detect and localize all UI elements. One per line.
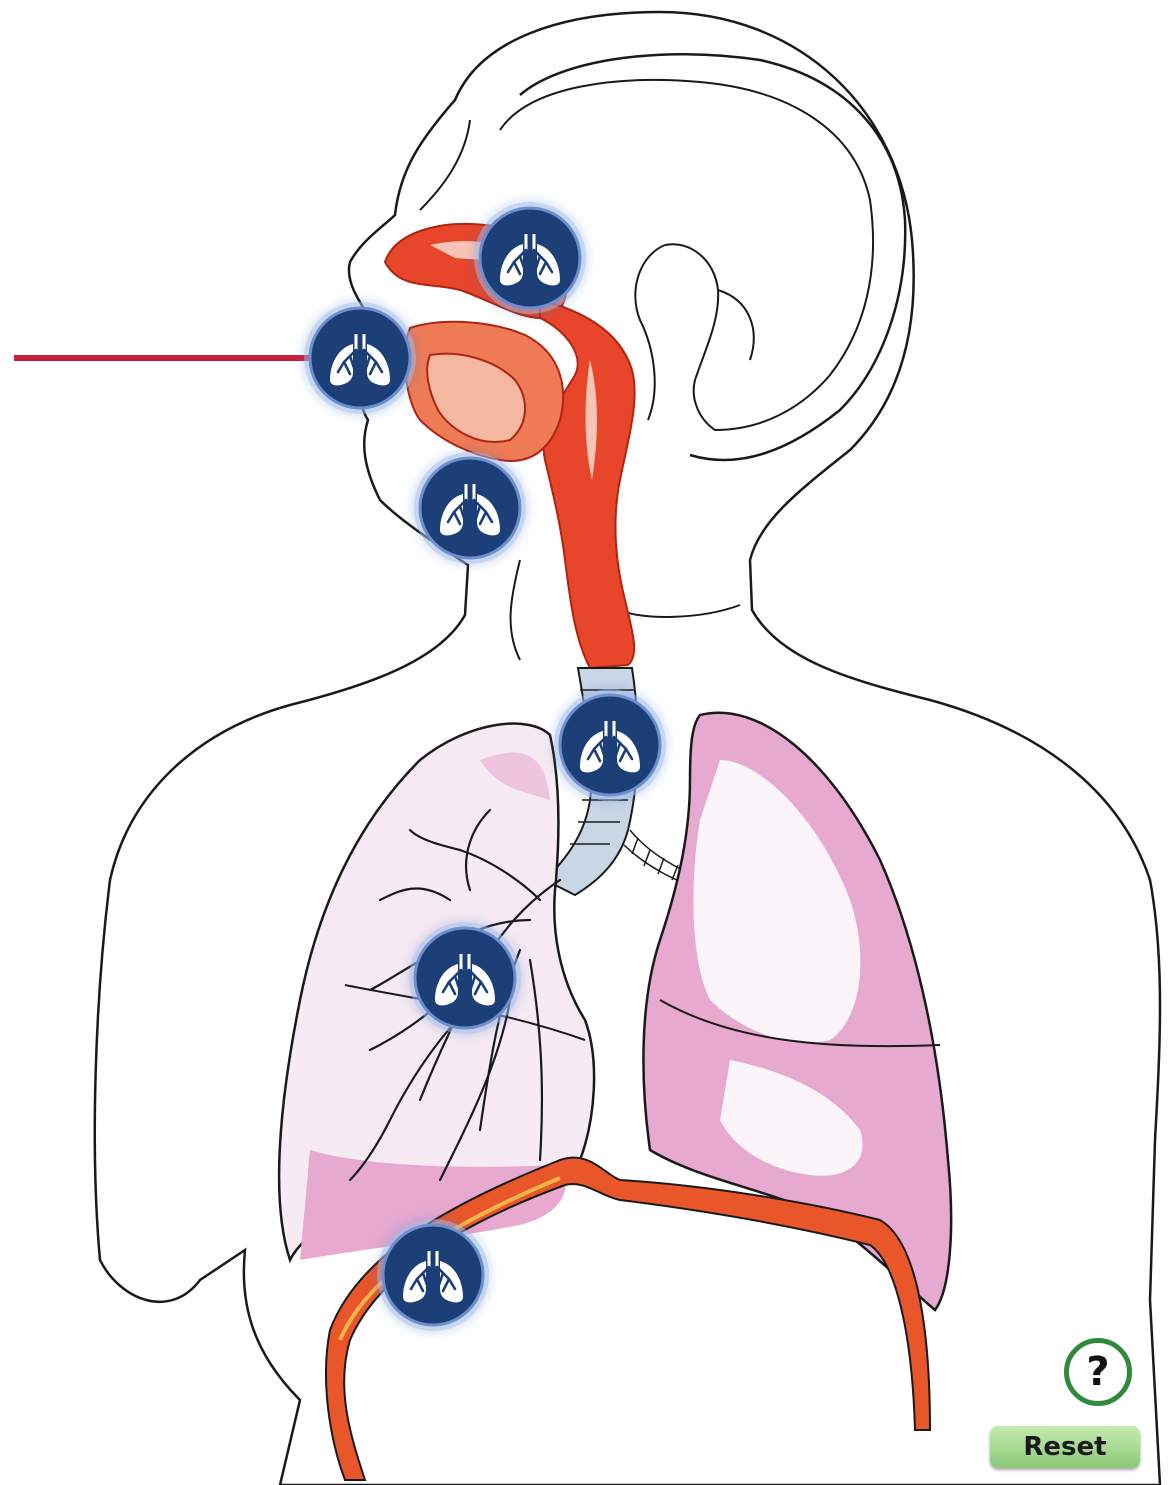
hotspot-diaphragm[interactable] xyxy=(377,1219,489,1331)
reset-button[interactable]: Reset xyxy=(990,1426,1140,1468)
hotspot-bronchi[interactable] xyxy=(409,922,521,1034)
hotspot-nasal-cavity[interactable] xyxy=(474,202,586,314)
hotspot-pharynx[interactable] xyxy=(414,452,526,564)
help-icon: ? xyxy=(1086,1352,1109,1392)
hotspot-trachea[interactable] xyxy=(554,689,666,801)
help-button[interactable]: ? xyxy=(1064,1338,1132,1406)
hotspot-mouth[interactable] xyxy=(304,302,416,414)
